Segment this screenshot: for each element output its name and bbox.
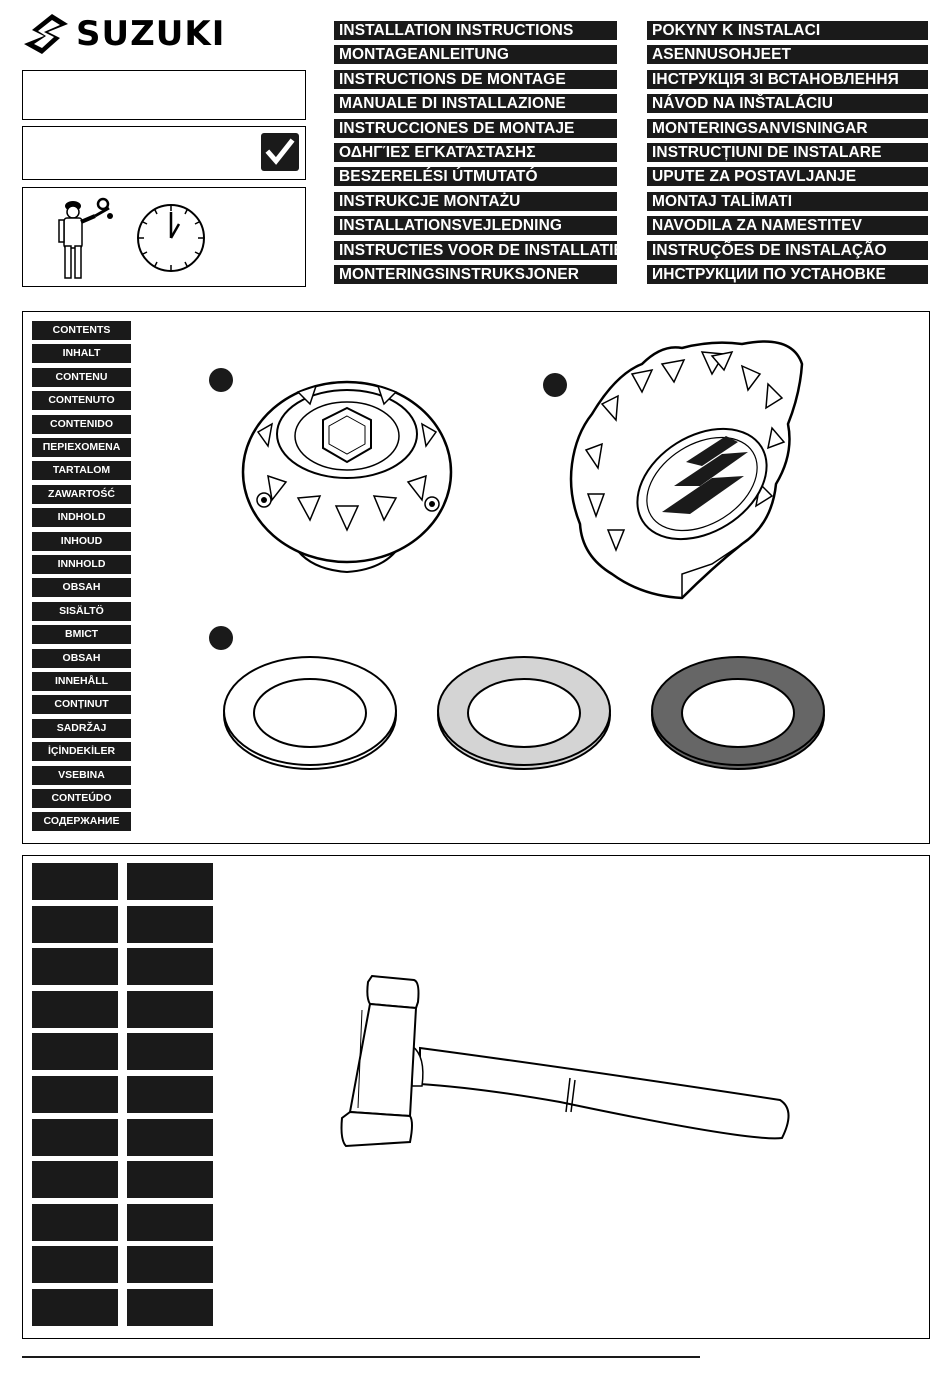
time-skill-box	[22, 187, 306, 287]
tool-cell	[127, 1203, 213, 1241]
washer-white-icon	[223, 656, 397, 770]
contents-label: ΠΕΡΙΕΧΟΜΕΝΑ	[32, 438, 131, 457]
title-right-5: INSTRUCȚIUNI DE INSTALARE	[647, 143, 928, 162]
contents-label: INHALT	[32, 344, 131, 364]
tool-cell	[32, 1289, 118, 1326]
contents-label: CONTENTS	[32, 321, 131, 340]
title-right-1: ASENNUSOHJEET	[647, 45, 928, 65]
tool-cell	[32, 1076, 118, 1113]
contents-label: INNEHÅLL	[32, 672, 131, 691]
contents-label: ZAWARTOŚĆ	[32, 484, 131, 504]
contents-label: CONTENIDO	[32, 414, 131, 434]
tool-cell	[32, 1161, 118, 1199]
contents-label: SISÄLTÖ	[32, 601, 131, 621]
title-left-1: MONTAGEANLEITUNG	[334, 45, 617, 65]
contents-label: CONTEÚDO	[32, 789, 131, 808]
title-right-9: INSTRUÇÕES DE INSTALAÇÃO	[647, 240, 928, 260]
contents-label: OBSAH	[32, 648, 131, 668]
contents-label: СОДЕРЖАНИЕ	[32, 812, 131, 832]
tool-cell	[32, 1118, 118, 1156]
checkmark-icon	[261, 133, 299, 171]
tool-cell	[127, 1161, 213, 1199]
contents-label: OBSAH	[32, 578, 131, 598]
item-2-badge	[543, 373, 567, 397]
contents-label: VSEBINA	[32, 765, 131, 785]
title-right-8: NAVODILA ZA NAMESTITEV	[647, 216, 928, 236]
title-right-6: UPUTE ZA POSTAVLJANJE	[647, 167, 928, 187]
check-box	[22, 126, 306, 180]
contents-label: CONTENU	[32, 367, 131, 387]
title-right-2: ІНСТРУКЦІЯ ЗІ ВСТАНОВЛЕННЯ	[647, 69, 928, 89]
tool-cell	[127, 1289, 213, 1326]
item-1-badge	[209, 368, 233, 392]
title-left-7: INSTRUKCJE MONTAŻU	[334, 191, 617, 211]
title-left-2: INSTRUCTIONS DE MONTAGE	[334, 69, 617, 89]
tool-cell	[32, 990, 118, 1028]
contents-label: INDHOLD	[32, 508, 131, 528]
contents-label: INNHOLD	[32, 555, 131, 574]
tool-cell	[127, 1118, 213, 1156]
contents-label: ВМІСТ	[32, 625, 131, 645]
title-right-4: MONTERINGSANVISNINGAR	[647, 118, 928, 138]
item-3-badge	[209, 626, 233, 650]
footer-rule	[22, 1356, 700, 1358]
title-left-10: MONTERINGSINSTRUKSJONER	[334, 265, 617, 284]
title-right-7: MONTAJ TALİMATI	[647, 191, 928, 211]
title-left-6: BESZERELÉSI ÚTMUTATÓ	[334, 167, 617, 187]
title-left-4: INSTRUCCIONES DE MONTAJE	[334, 118, 617, 138]
brand-name: SUZUKI	[76, 14, 226, 54]
tool-cell	[127, 863, 213, 900]
tool-cell	[32, 905, 118, 943]
tool-cell	[32, 1203, 118, 1241]
title-left-5: ΟΔΗΓΊΕΣ ΕΓΚΑΤΆΣΤΑΣΗΣ	[334, 143, 617, 162]
contents-label: CONTENUTO	[32, 391, 131, 411]
suzuki-s-icon	[24, 14, 68, 54]
rubber-mallet-icon	[340, 974, 790, 1148]
tool-cell	[32, 948, 118, 986]
contents-label: TARTALOM	[32, 461, 131, 481]
suzuki-logo: SUZUKI	[22, 10, 262, 58]
washer-grey-icon	[437, 656, 611, 770]
contents-label: İÇİNDEKİLER	[32, 742, 131, 762]
frame-slider-knob-icon	[241, 380, 453, 574]
mechanic-icon	[58, 197, 113, 279]
contents-label: INHOUD	[32, 531, 131, 551]
tool-cell	[127, 948, 213, 986]
contents-label: CONȚINUT	[32, 695, 131, 715]
title-left-0: INSTALLATION INSTRUCTIONS	[334, 21, 617, 40]
title-right-0: POKYNY K INSTALACI	[647, 21, 928, 40]
title-right-3: NÁVOD NA INŠTALÁCIU	[647, 94, 928, 114]
tool-cell	[127, 1033, 213, 1071]
title-right-10: ИНСТРУКЦИИ ПО УСТАНОВКЕ	[647, 265, 928, 284]
tool-cell	[32, 1033, 118, 1071]
slider-cap-icon	[569, 340, 804, 600]
clock-icon	[137, 204, 205, 272]
tool-cell	[127, 905, 213, 943]
part-number-box	[22, 70, 306, 120]
title-left-8: INSTALLATIONSVEJLEDNING	[334, 216, 617, 236]
tool-cell	[32, 1246, 118, 1284]
washer-dark-icon	[651, 656, 825, 770]
tool-cell	[32, 863, 118, 900]
title-left-9: INSTRUCTIES VOOR DE INSTALLATIE	[334, 240, 617, 260]
title-left-3: MANUALE DI INSTALLAZIONE	[334, 94, 617, 114]
tool-cell	[127, 990, 213, 1028]
tool-cell	[127, 1246, 213, 1284]
contents-label: SADRŽAJ	[32, 718, 131, 738]
tool-cell	[127, 1076, 213, 1113]
